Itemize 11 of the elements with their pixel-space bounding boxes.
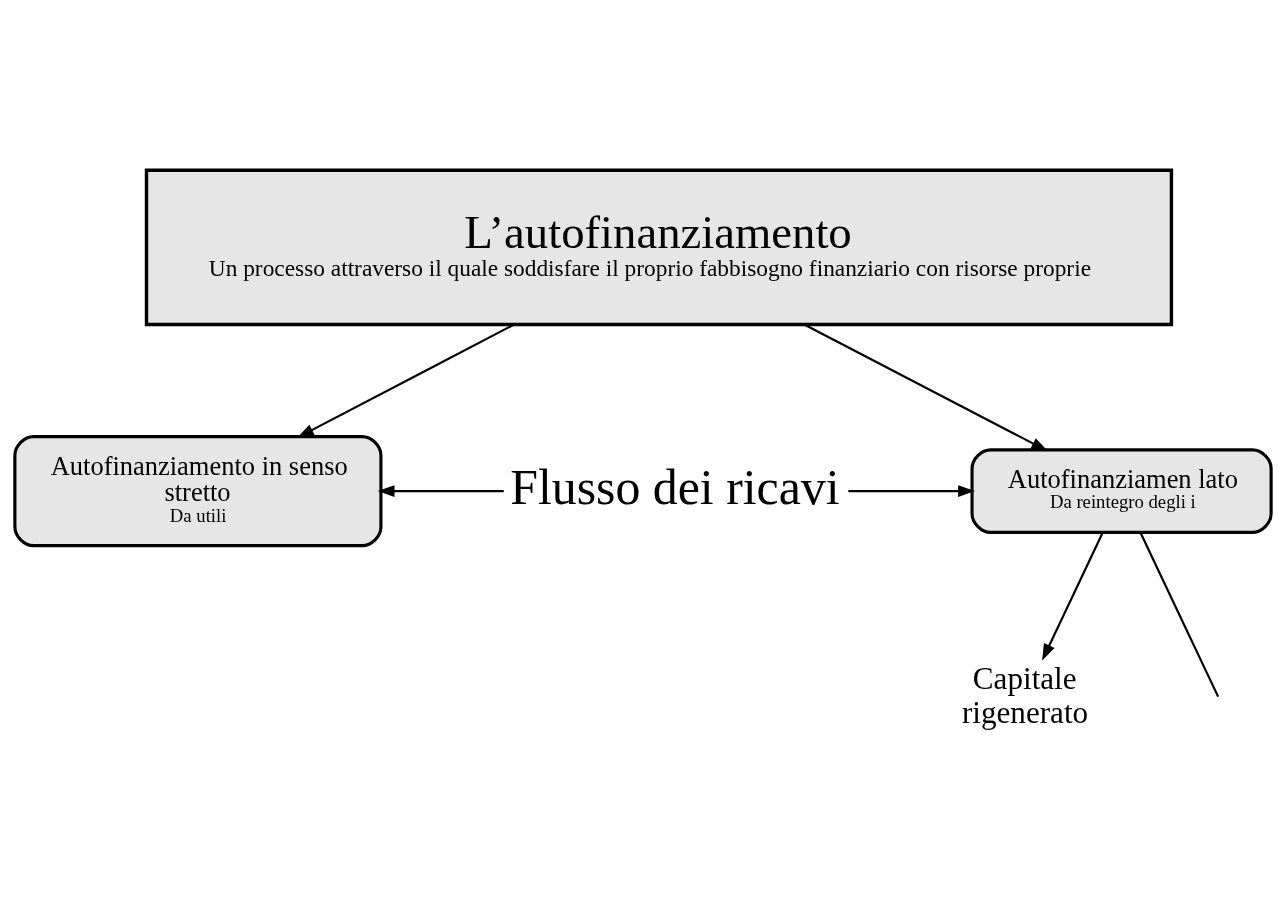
node-text: Flusso dei ricavi [510, 459, 840, 515]
arrow [848, 485, 975, 497]
arrow [377, 485, 504, 497]
node-box: Autofinanziamento in senso stretto Da utili [13, 435, 383, 548]
arrow [1042, 532, 1104, 661]
arrow [804, 323, 1049, 452]
arrow [297, 323, 515, 438]
connector [1139, 532, 1220, 698]
node-box: L’autofinanziamento Un processo attraverso il quale soddisfare il proprio fabbisogno finanziario con risorse proprie [144, 168, 1174, 327]
node-text: Capitale rigenerato [961, 660, 1089, 731]
node-box: Autofinanziamen lato Da reintegro degli i [970, 448, 1273, 534]
